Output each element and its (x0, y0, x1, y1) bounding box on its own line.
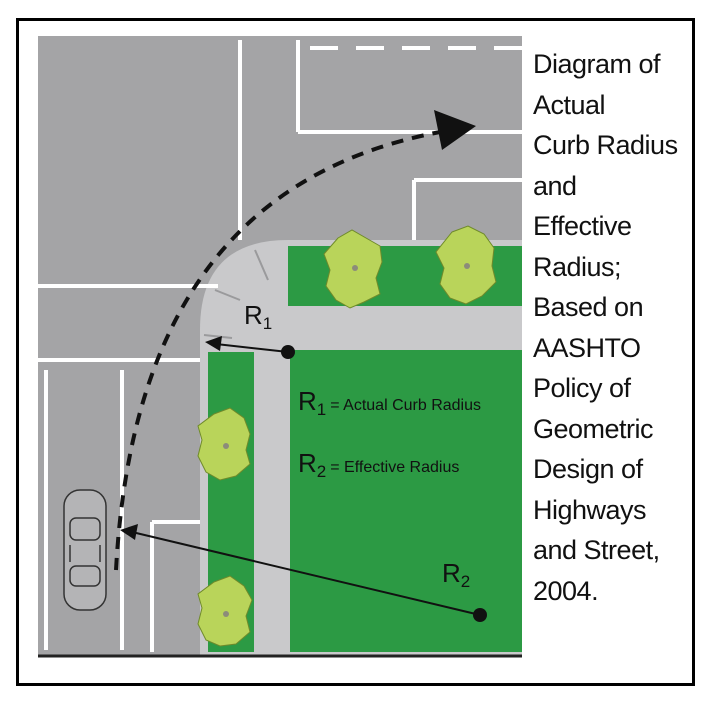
curb-corner-detail (203, 249, 269, 339)
caption-line: AASHTO (533, 332, 641, 363)
r1-label: R1 (244, 300, 272, 333)
caption-line: Policy of (533, 373, 631, 403)
r2-arrowhead (120, 524, 138, 540)
lane-markings (38, 40, 522, 652)
r1-center-point (281, 345, 295, 359)
tree-4 (197, 575, 253, 647)
caption-line: Geometric (533, 413, 654, 444)
tree-3 (197, 407, 251, 481)
caption-line: Based on (533, 292, 644, 322)
r2-center-point (473, 608, 487, 622)
r1-arrowhead (205, 336, 222, 351)
caption-line: Design of (533, 454, 643, 484)
car-icon (63, 489, 107, 611)
caption-line: Curb Radius (533, 130, 678, 160)
legend-r1: R1= Actual Curb Radius (298, 386, 481, 419)
caption-line: Effective (533, 211, 632, 241)
legend-r2: R2= Effective Radius (298, 448, 459, 481)
r1-radius-line (215, 343, 289, 353)
grass-block (290, 350, 522, 652)
caption-line: Radius; (533, 251, 622, 282)
caption-line: Diagram of (533, 49, 661, 79)
caption-line: Actual (533, 89, 606, 120)
turning-path (114, 130, 441, 571)
caption-line: Highways (533, 494, 647, 525)
caption-line: and (533, 170, 577, 201)
caption-line: and Street, (533, 535, 660, 565)
r2-label: R2 (442, 558, 470, 591)
tree-1 (323, 229, 383, 309)
caption-text: Diagram of Actual Curb Radius and Effect… (533, 44, 703, 611)
turning-path-arrowhead (434, 110, 476, 150)
caption-line: 2004. (533, 575, 599, 606)
tree-2 (435, 225, 497, 305)
r2-radius-line (131, 531, 481, 616)
